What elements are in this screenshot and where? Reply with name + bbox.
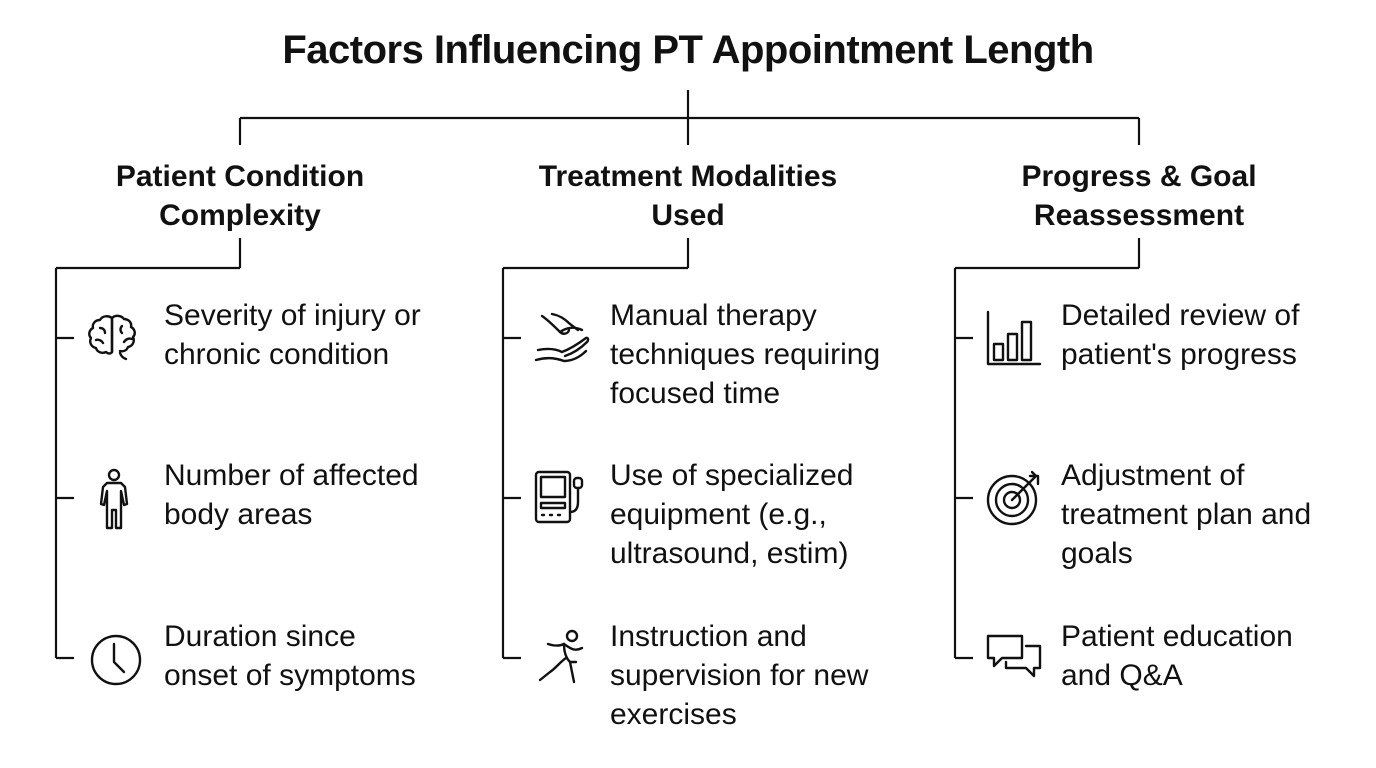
list-item-severity: Severity of injury or chronic condition: [164, 296, 484, 374]
column-heading-progress-goal: Progress & Goal Reassessment: [969, 157, 1309, 235]
item-text-line: Duration since: [164, 620, 356, 653]
column-heading-line: Treatment Modalities: [538, 160, 838, 193]
chat-bubbles-icon: [982, 626, 1046, 690]
item-text-line: exercises: [610, 698, 737, 731]
list-item-patient-education: Patient education and Q&A: [1061, 617, 1376, 695]
brain-icon: [82, 306, 146, 370]
item-text-line: patient's progress: [1061, 338, 1297, 371]
item-text-line: equipment (e.g.,: [610, 498, 827, 531]
item-text-line: chronic condition: [164, 338, 390, 371]
item-text-line: body areas: [164, 498, 313, 531]
item-text-line: Detailed review of: [1061, 299, 1300, 332]
diagram-title: Factors Influencing PT Appointment Lengt…: [282, 28, 1094, 72]
list-item-manual-therapy: Manual therapy techniques requiring focu…: [610, 296, 930, 413]
list-item-affected-areas: Number of affected body areas: [164, 456, 484, 534]
item-text-line: goals: [1061, 537, 1133, 570]
list-item-plan-adjustment: Adjustment of treatment plan and goals: [1061, 456, 1376, 573]
list-item-exercise-instruction: Instruction and supervision for new exer…: [610, 617, 930, 734]
item-text-line: treatment plan and: [1061, 498, 1312, 531]
item-text-line: Manual therapy: [610, 299, 817, 332]
item-text-line: Use of specialized: [610, 459, 854, 492]
item-text-line: Adjustment of: [1061, 459, 1245, 492]
hands-icon: [530, 306, 594, 370]
medical-device-icon: [528, 466, 592, 530]
item-text-line: Patient education: [1061, 620, 1293, 653]
item-text-line: focused time: [610, 377, 781, 410]
list-item-specialized-equipment: Use of specialized equipment (e.g., ultr…: [610, 456, 930, 573]
target-icon: [982, 466, 1046, 530]
column-heading-line: Reassessment: [1033, 199, 1245, 232]
item-text-line: ultrasound, estim): [610, 537, 849, 570]
clock-icon: [84, 628, 148, 692]
exercise-figure-icon: [530, 626, 594, 690]
item-text-line: Number of affected: [164, 459, 419, 492]
item-text-line: Severity of injury or: [164, 299, 421, 332]
list-item-duration: Duration since onset of symptoms: [164, 617, 484, 695]
item-text-line: Instruction and: [610, 620, 807, 653]
column-heading-treatment-modalities: Treatment Modalities Used: [518, 157, 858, 235]
human-body-icon: [82, 466, 146, 530]
column-heading-line: Progress & Goal: [1021, 160, 1257, 193]
column-heading-patient-condition: Patient Condition Complexity: [70, 157, 410, 235]
item-text-line: and Q&A: [1061, 659, 1183, 692]
column-heading-line: Used: [651, 199, 725, 232]
item-text-line: techniques requiring: [610, 338, 881, 371]
column-heading-line: Patient Condition: [115, 160, 365, 193]
item-text-line: supervision for new: [610, 659, 869, 692]
list-item-progress-review: Detailed review of patient's progress: [1061, 296, 1376, 374]
column-heading-line: Complexity: [159, 199, 321, 232]
bar-chart-icon: [982, 306, 1046, 370]
item-text-line: onset of symptoms: [164, 659, 416, 692]
